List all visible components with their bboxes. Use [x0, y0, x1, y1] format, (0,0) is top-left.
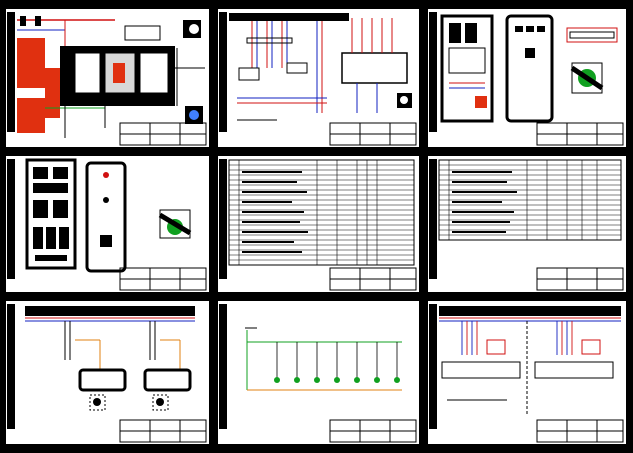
- sheet-8-terminal-diagram[interactable]: [217, 300, 420, 445]
- sheet-6-drawing: [427, 155, 627, 293]
- sheet-5-bom-table[interactable]: [217, 155, 420, 293]
- sheet-2-drawing: [217, 8, 420, 148]
- sheet-3-drawing: [427, 8, 627, 148]
- sheet-7-drawing: [5, 300, 210, 445]
- sheet-1-panel-layout[interactable]: [5, 8, 210, 148]
- sheet-3-enclosure-views[interactable]: [427, 8, 627, 148]
- sheet-4-drawing: [5, 155, 210, 293]
- sheet-9-drawing: [427, 300, 627, 445]
- sheet-7-schematic[interactable]: [5, 300, 210, 445]
- sheet-1-drawing: [5, 8, 210, 148]
- sheet-8-drawing: [217, 300, 420, 445]
- sheet-6-bom-table[interactable]: [427, 155, 627, 293]
- sheet-2-schematic[interactable]: [217, 8, 420, 148]
- sheet-9-schematic[interactable]: [427, 300, 627, 445]
- sheet-5-drawing: [217, 155, 420, 293]
- sheet-4-enclosure-views[interactable]: [5, 155, 210, 293]
